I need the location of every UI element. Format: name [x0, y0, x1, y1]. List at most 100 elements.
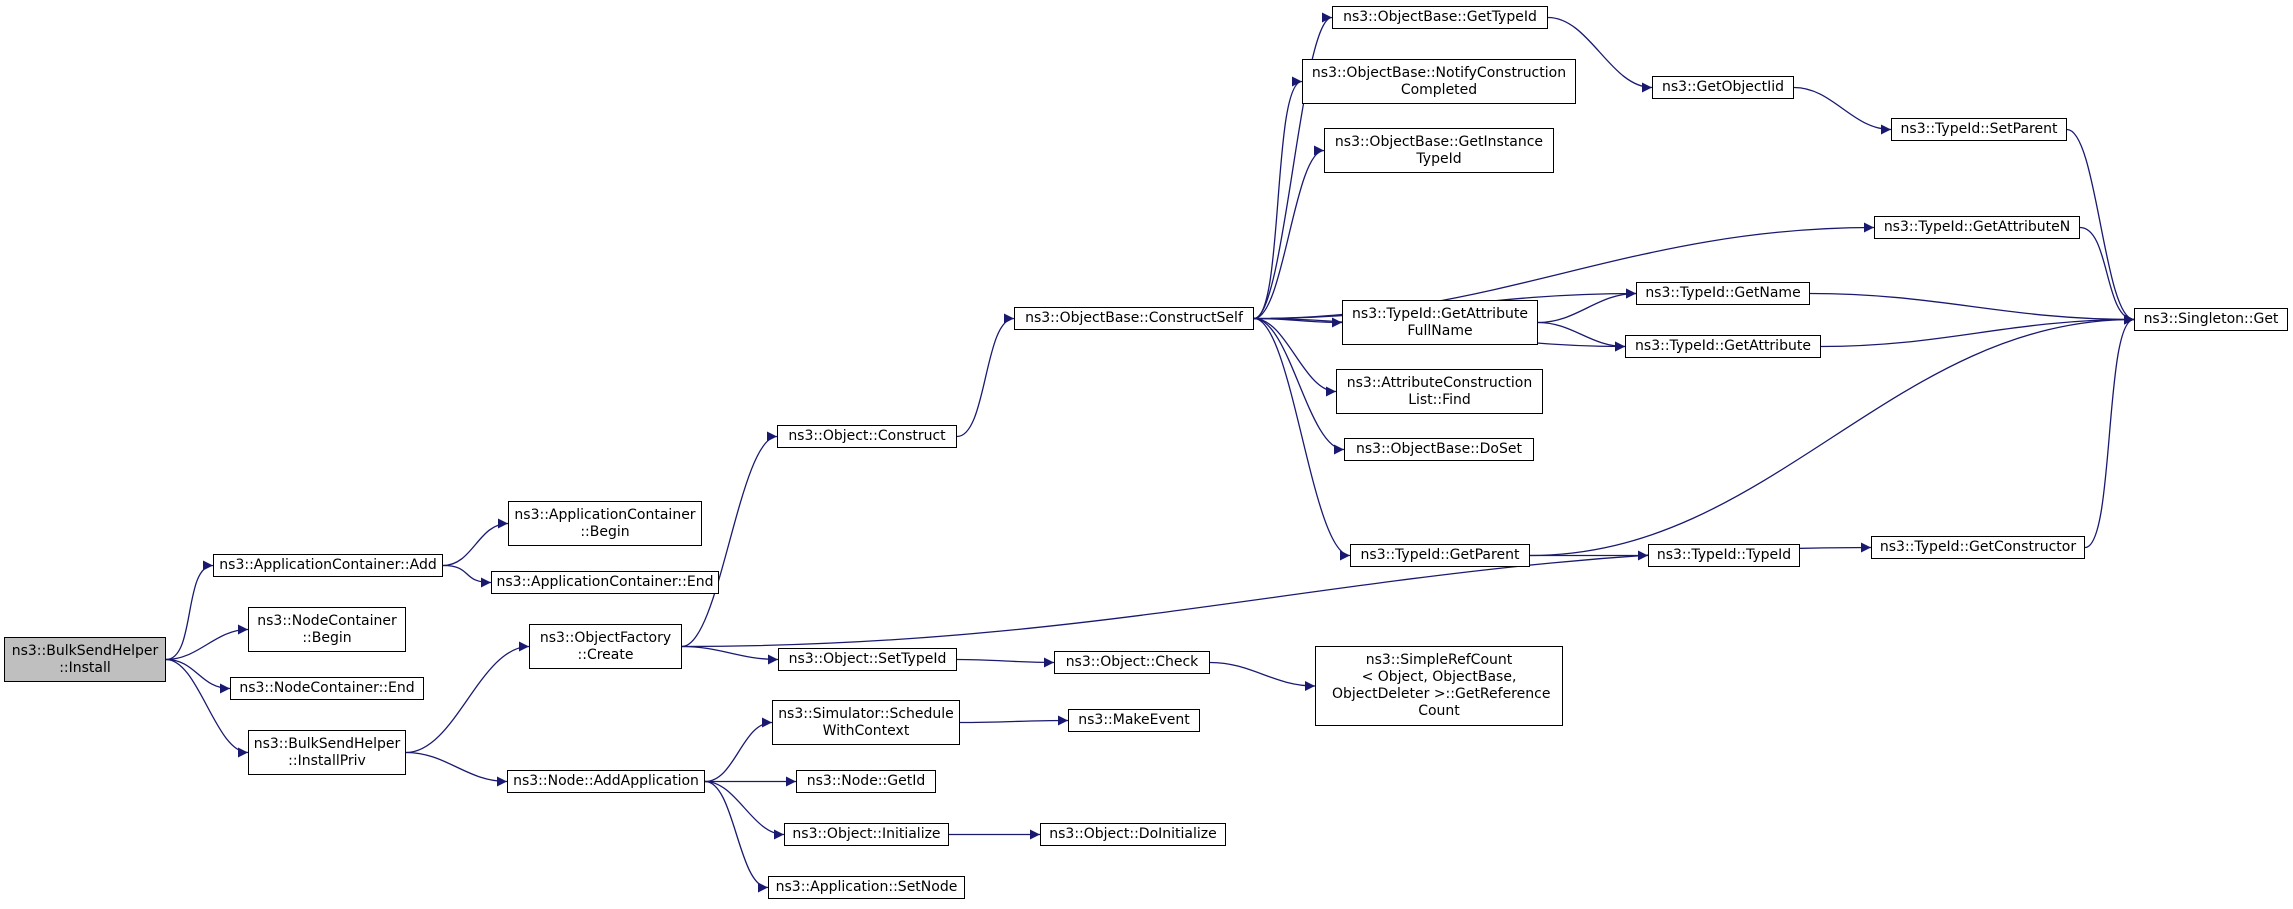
node-ns3-simulator-schedule-withcontext[interactable]: ns3::Simulator::Schedule WithContext [772, 700, 960, 745]
node-ns3-object-check[interactable]: ns3::Object::Check [1054, 651, 1210, 674]
node-ns3-typeid-typeid[interactable]: ns3::TypeId::TypeId [1648, 544, 1800, 567]
node-label: ns3::TypeId::GetAttribute [1635, 338, 1811, 354]
node-label: ns3::TypeId::GetName [1645, 285, 1801, 301]
node-ns3-nodecontainer-begin[interactable]: ns3::NodeContainer ::Begin [248, 607, 406, 652]
node-label: ns3::ObjectBase::ConstructSelf [1025, 310, 1243, 326]
edge-n11-to-n25 [1253, 317, 1351, 561]
edge-n4-to-n7 [405, 641, 530, 754]
node-ns3-typeid-getparent[interactable]: ns3::TypeId::GetParent [1350, 544, 1530, 567]
node-label: ns3::BulkSendHelper ::Install [11, 642, 159, 676]
node-label: ns3::TypeId::GetAttributeN [1883, 219, 2071, 235]
edge-n11-to-n21 [1253, 145, 1325, 320]
node-ns3-typeid-getattribute[interactable]: ns3::TypeId::GetAttribute [1625, 335, 1821, 358]
node-label: ns3::Application::SetNode [775, 879, 958, 895]
node-ns3-objectbase-getinstance-typeid[interactable]: ns3::ObjectBase::GetInstance TypeId [1324, 128, 1554, 173]
node-ns3-bulksendhelper-installpriv[interactable]: ns3::BulkSendHelper ::InstallPriv [248, 730, 406, 775]
node-ns3-attributeconstruction-list-find[interactable]: ns3::AttributeConstruction List::Find [1336, 369, 1543, 414]
node-label: ns3::ObjectBase::DoSet [1356, 441, 1522, 457]
node-ns3-makeevent[interactable]: ns3::MakeEvent [1068, 709, 1200, 732]
node-label: ns3::Object::Check [1065, 654, 1199, 670]
edge-n12-to-n17 [959, 715, 1069, 726]
node-label: ns3::TypeId::TypeId [1656, 547, 1792, 563]
edge-n11-to-n24 [1253, 317, 1345, 455]
node-label: ns3::TypeId::GetConstructor [1879, 539, 2077, 555]
node-ns3-objectbase-gettypeid[interactable]: ns3::ObjectBase::GetTypeId [1332, 6, 1548, 29]
node-ns3-applicationcontainer-add[interactable]: ns3::ApplicationContainer::Add [213, 554, 443, 577]
node-label: ns3::Object::DoInitialize [1049, 826, 1217, 842]
node-label: ns3::ObjectBase::NotifyConstruction Comp… [1311, 64, 1567, 98]
node-ns3-bulksendhelper-install: ns3::BulkSendHelper ::Install [4, 637, 166, 682]
node-ns3-objectbase-notifyconstruction-completed[interactable]: ns3::ObjectBase::NotifyConstruction Comp… [1302, 59, 1576, 104]
node-label: ns3::GetObjectIid [1662, 79, 1784, 95]
node-label: ns3::Object::Initialize [792, 826, 941, 842]
edge-n22-to-n29 [1537, 321, 1626, 352]
edge-n33-to-n34 [2084, 314, 2135, 549]
edge-n7-to-n9 [681, 431, 778, 648]
node-ns3-typeid-getname[interactable]: ns3::TypeId::GetName [1636, 282, 1810, 305]
edge-n0-to-n2 [165, 624, 249, 661]
node-ns3-application-setnode[interactable]: ns3::Application::SetNode [768, 876, 965, 899]
node-label: ns3::ObjectBase::GetTypeId [1343, 9, 1537, 25]
node-label: ns3::NodeContainer::End [239, 680, 415, 696]
node-ns3-object-initialize[interactable]: ns3::Object::Initialize [784, 823, 949, 846]
node-ns3-applicationcontainer-begin[interactable]: ns3::ApplicationContainer ::Begin [508, 501, 702, 546]
edge-n11-to-n20 [1253, 76, 1303, 320]
node-label: ns3::MakeEvent [1078, 712, 1190, 728]
node-label: ns3::Simulator::Schedule WithContext [778, 705, 954, 739]
node-label: ns3::ApplicationContainer ::Begin [514, 506, 696, 540]
edge-n19-to-n27 [1547, 16, 1653, 93]
node-ns3-typeid-getattribute-fullname[interactable]: ns3::TypeId::GetAttribute FullName [1342, 300, 1538, 345]
node-ns3-applicationcontainer-end[interactable]: ns3::ApplicationContainer::End [491, 571, 719, 594]
edge-n9-to-n11 [956, 313, 1015, 438]
node-ns3-simplerefcount-getreference-count[interactable]: ns3::SimpleRefCount < Object, ObjectBase… [1315, 646, 1563, 726]
edge-n11-to-n23 [1253, 317, 1337, 397]
node-label: ns3::TypeId::SetParent [1900, 121, 2058, 137]
edge-n29-to-n34 [1820, 314, 2135, 348]
edge-n25-to-n34 [1529, 314, 2135, 557]
edge-n0-to-n4 [165, 658, 249, 758]
node-label: ns3::Node::AddApplication [513, 773, 699, 789]
edge-n10-to-n16 [956, 657, 1055, 668]
edge-n0-to-n3 [165, 658, 231, 694]
edge-n1-to-n5 [442, 518, 509, 567]
node-ns3-object-construct[interactable]: ns3::Object::Construct [777, 425, 957, 448]
edge-n8-to-n14 [704, 780, 785, 840]
node-label: ns3::Singleton::Get [2143, 311, 2279, 327]
edge-layer [165, 12, 2135, 893]
node-label: ns3::ApplicationContainer::End [496, 574, 714, 590]
node-label: ns3::Object::SetTypeId [788, 651, 947, 667]
edge-n31-to-n34 [2066, 128, 2135, 325]
node-ns3-typeid-getconstructor[interactable]: ns3::TypeId::GetConstructor [1871, 536, 2085, 559]
node-ns3-typeid-getattributen[interactable]: ns3::TypeId::GetAttributeN [1874, 216, 2080, 239]
node-ns3-nodecontainer-end[interactable]: ns3::NodeContainer::End [230, 677, 424, 700]
edge-n1-to-n6 [442, 564, 492, 588]
edge-n27-to-n31 [1793, 86, 1892, 135]
node-label: ns3::NodeContainer ::Begin [257, 612, 397, 646]
node-ns3-object-doinitialize[interactable]: ns3::Object::DoInitialize [1040, 823, 1226, 846]
node-label: ns3::TypeId::GetParent [1360, 547, 1520, 563]
edge-n8-to-n12 [704, 717, 773, 783]
edge-n7-to-n10 [681, 645, 779, 665]
node-ns3-objectbase-doset[interactable]: ns3::ObjectBase::DoSet [1344, 438, 1534, 461]
edge-n32-to-n34 [2079, 226, 2135, 325]
node-label: ns3::TypeId::GetAttribute FullName [1352, 305, 1528, 339]
node-label: ns3::ApplicationContainer::Add [219, 557, 437, 573]
edge-n4-to-n8 [405, 751, 508, 787]
node-ns3-objectbase-constructself[interactable]: ns3::ObjectBase::ConstructSelf [1014, 307, 1254, 330]
node-label: ns3::BulkSendHelper ::InstallPriv [253, 735, 401, 769]
edge-n28-to-n34 [1809, 292, 2135, 325]
node-label: ns3::Object::Construct [788, 428, 946, 444]
node-ns3-typeid-setparent[interactable]: ns3::TypeId::SetParent [1891, 118, 2067, 141]
edge-n0-to-n1 [165, 560, 214, 661]
node-ns3-object-settypeid[interactable]: ns3::Object::SetTypeId [778, 648, 957, 671]
node-label: ns3::ObjectBase::GetInstance TypeId [1334, 133, 1544, 167]
edge-n16-to-n26 [1209, 661, 1316, 691]
node-label: ns3::AttributeConstruction List::Find [1346, 374, 1533, 408]
node-ns3-singleton-get[interactable]: ns3::Singleton::Get [2134, 308, 2288, 331]
node-ns3-node-addapplication[interactable]: ns3::Node::AddApplication [507, 770, 705, 793]
node-ns3-objectfactory-create[interactable]: ns3::ObjectFactory ::Create [529, 624, 682, 669]
node-ns3-node-getid[interactable]: ns3::Node::GetId [796, 770, 936, 793]
node-label: ns3::Node::GetId [806, 773, 926, 789]
node-ns3-getobjectiid[interactable]: ns3::GetObjectIid [1652, 76, 1794, 99]
edge-n8-to-n15 [704, 780, 769, 893]
